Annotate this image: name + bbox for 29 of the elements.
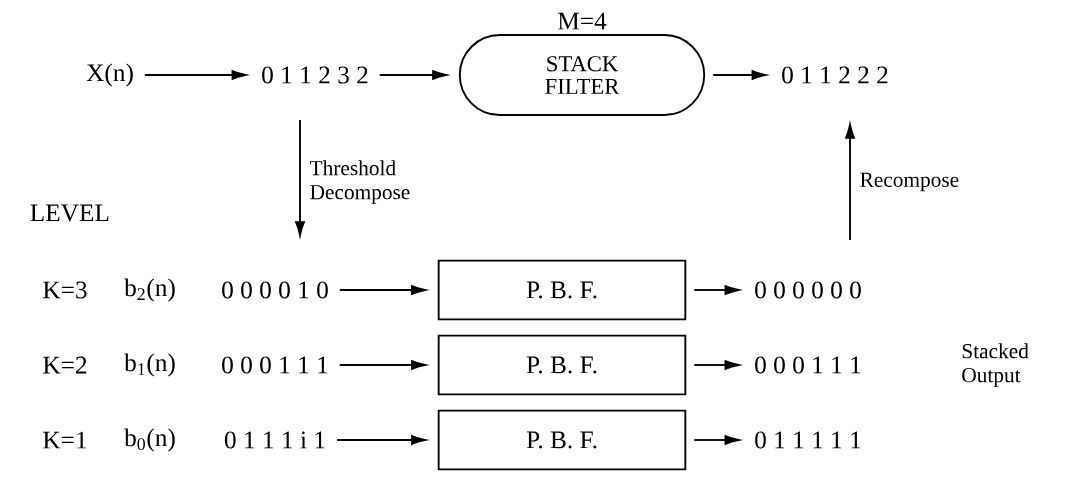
bit-sequence: 0 0 0 1 1 1 (755, 356, 861, 374)
level-label: K=2 (43, 356, 87, 374)
arrow (143, 70, 247, 80)
bit-sequence: 0 0 0 1 1 1 (222, 356, 328, 374)
arrow (712, 70, 767, 80)
signal-label: b$_{2}$(n) (124, 278, 175, 302)
arrow (693, 285, 740, 295)
filter-box: STACK FILTER (458, 34, 706, 116)
filter-parameter: M=4 (558, 12, 607, 30)
process-box: P. B. F. (437, 334, 687, 396)
bit-sequence: 0 0 0 0 0 0 (755, 281, 861, 299)
output-label: Stacked Output (962, 343, 1029, 387)
level-label: K=1 (43, 431, 87, 449)
edge-label: Threshold Decompose (310, 160, 410, 204)
signal-label: b$_{0}$(n) (124, 428, 175, 452)
bit-sequence: 0 1 1 2 2 2 (782, 66, 888, 84)
bit-sequence: 0 1 1 1 1 1 (755, 431, 861, 449)
level-label: K=3 (43, 281, 87, 299)
edge-label: Recompose (860, 172, 959, 192)
process-box: P. B. F. (437, 259, 687, 321)
bit-sequence: X(n) (86, 63, 133, 87)
bit-sequence: 0 0 0 0 1 0 (222, 281, 328, 299)
process-box: P. B. F. (437, 409, 687, 471)
level-label: LEVEL (30, 204, 109, 222)
signal-label: b$_{1}$(n) (124, 353, 175, 377)
bit-sequence: 0 1 1 1 i 1 (224, 431, 325, 449)
bit-sequence: 0 1 1 2 3 2 (262, 66, 368, 84)
arrow (693, 435, 740, 445)
arrow (693, 360, 740, 370)
